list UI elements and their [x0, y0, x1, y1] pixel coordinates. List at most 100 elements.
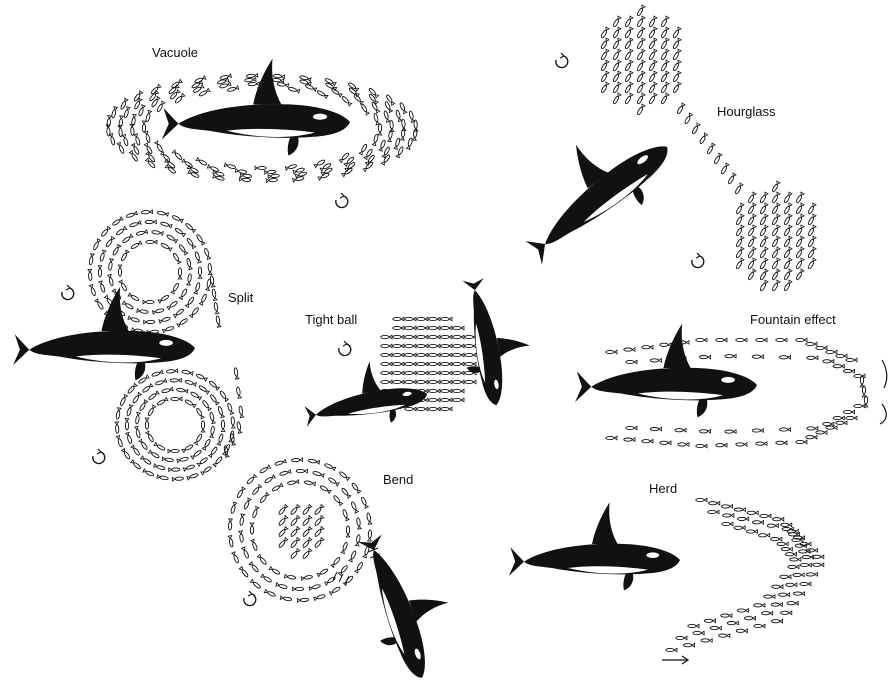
fish-icon [171, 79, 182, 88]
fish-icon [119, 395, 127, 407]
fish-icon [795, 247, 804, 258]
fish-icon [145, 110, 151, 122]
fish-icon [172, 215, 184, 223]
fish-icon [278, 515, 288, 526]
fish-icon [441, 398, 452, 402]
fish-icon [274, 459, 286, 466]
fish-icon [243, 498, 251, 510]
fish-icon [324, 463, 336, 471]
fish-icon [162, 326, 174, 333]
fish-icon [186, 258, 192, 270]
fish-icon [708, 510, 719, 514]
fish-icon [465, 353, 476, 357]
fish-icon [116, 435, 123, 447]
fish-icon [257, 554, 267, 565]
herd-fish-school [666, 498, 824, 652]
fish-icon [239, 514, 244, 526]
fish-icon [99, 281, 106, 293]
fish-icon [127, 383, 137, 394]
fish-icon [636, 60, 645, 71]
fish-icon [777, 542, 788, 546]
fish-icon [720, 163, 729, 174]
fish-icon [713, 153, 722, 164]
fish-icon [219, 390, 228, 401]
fish-icon [143, 300, 154, 304]
fish-icon [660, 93, 669, 104]
fish-icon [453, 371, 464, 375]
fish-icon [606, 436, 617, 440]
fish-icon [317, 568, 328, 577]
fish-icon [781, 523, 792, 527]
fish-icon [355, 534, 360, 546]
fish-icon [302, 526, 312, 537]
fish-icon [156, 397, 167, 406]
fish-icon [393, 344, 404, 348]
fish-icon [221, 420, 225, 431]
fish-icon [224, 163, 236, 169]
fish-icon [759, 236, 768, 247]
fish-icon [148, 450, 159, 459]
fish-icon [157, 211, 169, 217]
fish-icon [648, 93, 657, 104]
fish-icon [759, 258, 768, 269]
fish-icon [172, 252, 181, 263]
fish-icon [198, 385, 209, 394]
fish-icon [734, 183, 743, 194]
fish-icon [373, 113, 379, 125]
fish-icon [246, 474, 256, 484]
fish-icon [779, 428, 790, 432]
fish-icon [721, 614, 732, 618]
fish-icon [342, 167, 353, 176]
fish-icon [129, 151, 138, 162]
fish-icon [752, 355, 763, 359]
fish-icon [122, 234, 133, 244]
fish-icon [787, 601, 798, 605]
fish-icon [172, 150, 182, 160]
fish-icon [783, 280, 792, 291]
fish-icon [291, 458, 302, 462]
fish-icon [356, 518, 361, 530]
fish-icon [624, 438, 635, 442]
fish-icon [759, 269, 768, 280]
fish-icon [754, 604, 765, 608]
fish-icon [648, 82, 657, 93]
fish-icon [98, 266, 102, 277]
fish-icon [612, 93, 621, 104]
fish-icon [301, 575, 313, 580]
fish-icon [199, 294, 207, 306]
fish-icon [157, 475, 169, 481]
fish-icon [719, 634, 730, 638]
hourglass-fish-school [600, 5, 816, 291]
fish-icon [417, 371, 428, 375]
fish-icon [799, 550, 810, 554]
fish-icon [600, 71, 609, 82]
fish-icon [394, 138, 401, 150]
fish-icon [122, 134, 129, 146]
fish-icon [624, 71, 633, 82]
fish-icon [238, 406, 243, 418]
fish-icon [105, 236, 114, 247]
fountain-curve-marks [880, 360, 887, 424]
fish-icon [314, 515, 324, 526]
fish-icon [734, 508, 745, 512]
fish-icon [796, 338, 807, 342]
fish-icon [735, 214, 744, 225]
fish-icon [782, 527, 793, 531]
fish-icon [796, 440, 807, 444]
fish-icon [264, 475, 275, 484]
fish-icon [846, 358, 857, 362]
fish-icon [660, 16, 669, 27]
fish-icon [314, 594, 326, 601]
fish-icon [141, 456, 152, 465]
fish-icon [93, 239, 101, 251]
fish-icon [807, 214, 816, 225]
fish-icon [771, 603, 782, 607]
fish-icon [727, 173, 736, 184]
fountain-whale-icon [575, 324, 757, 418]
fish-icon [341, 95, 351, 105]
fish-icon [242, 547, 250, 559]
fish-icon [290, 537, 300, 548]
fish-icon [600, 38, 609, 49]
fish-icon [405, 335, 416, 339]
